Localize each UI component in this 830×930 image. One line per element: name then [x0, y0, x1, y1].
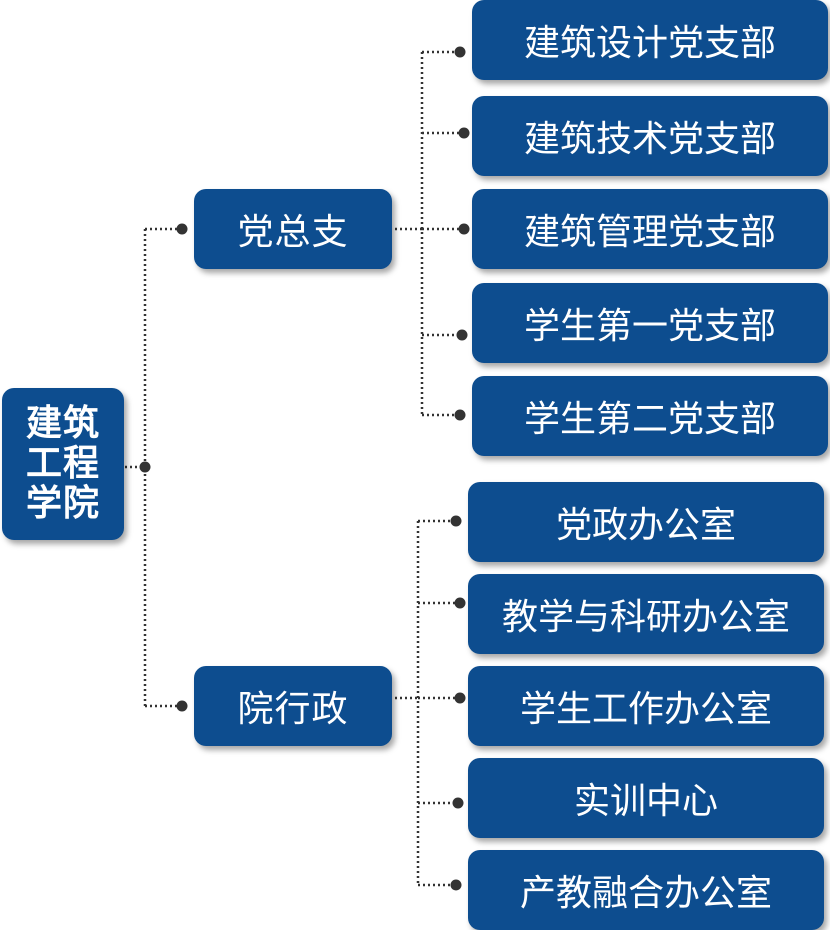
leaf-node: 党政办公室 [468, 482, 824, 562]
root-line-1: 建筑 [25, 403, 100, 444]
leaf-label: 建筑管理党支部 [523, 212, 776, 253]
leaf-node: 建筑技术党支部 [472, 96, 828, 176]
leaf-label: 学生第一党支部 [523, 306, 776, 347]
leaf-label: 学生第二党支部 [523, 399, 776, 440]
root-node: 建筑 工程 学院 [2, 388, 124, 540]
leaf-label: 产教融合办公室 [519, 873, 772, 914]
leaf-label: 实训中心 [573, 781, 718, 822]
branch-node-admin: 院行政 [194, 666, 392, 746]
leaf-node: 学生第一党支部 [472, 283, 828, 363]
leaf-label: 教学与科研办公室 [501, 597, 790, 638]
leaf-node: 学生工作办公室 [468, 666, 824, 746]
leaf-node: 建筑设计党支部 [472, 0, 828, 80]
leaf-node: 教学与科研办公室 [468, 574, 824, 654]
branch-label: 党总支 [237, 212, 349, 253]
leaf-node: 建筑管理党支部 [472, 189, 828, 269]
leaf-label: 建筑设计党支部 [523, 23, 776, 64]
leaf-node: 学生第二党支部 [472, 376, 828, 456]
root-line-3: 学院 [25, 483, 100, 524]
branch-node-party: 党总支 [194, 189, 392, 269]
leaf-node: 产教融合办公室 [468, 850, 824, 930]
leaf-label: 建筑技术党支部 [523, 119, 776, 160]
leaf-node: 实训中心 [468, 758, 824, 838]
leaf-label: 学生工作办公室 [519, 689, 772, 730]
branch-label: 院行政 [237, 689, 349, 730]
root-line-2: 工程 [25, 443, 100, 484]
leaf-label: 党政办公室 [555, 505, 736, 546]
